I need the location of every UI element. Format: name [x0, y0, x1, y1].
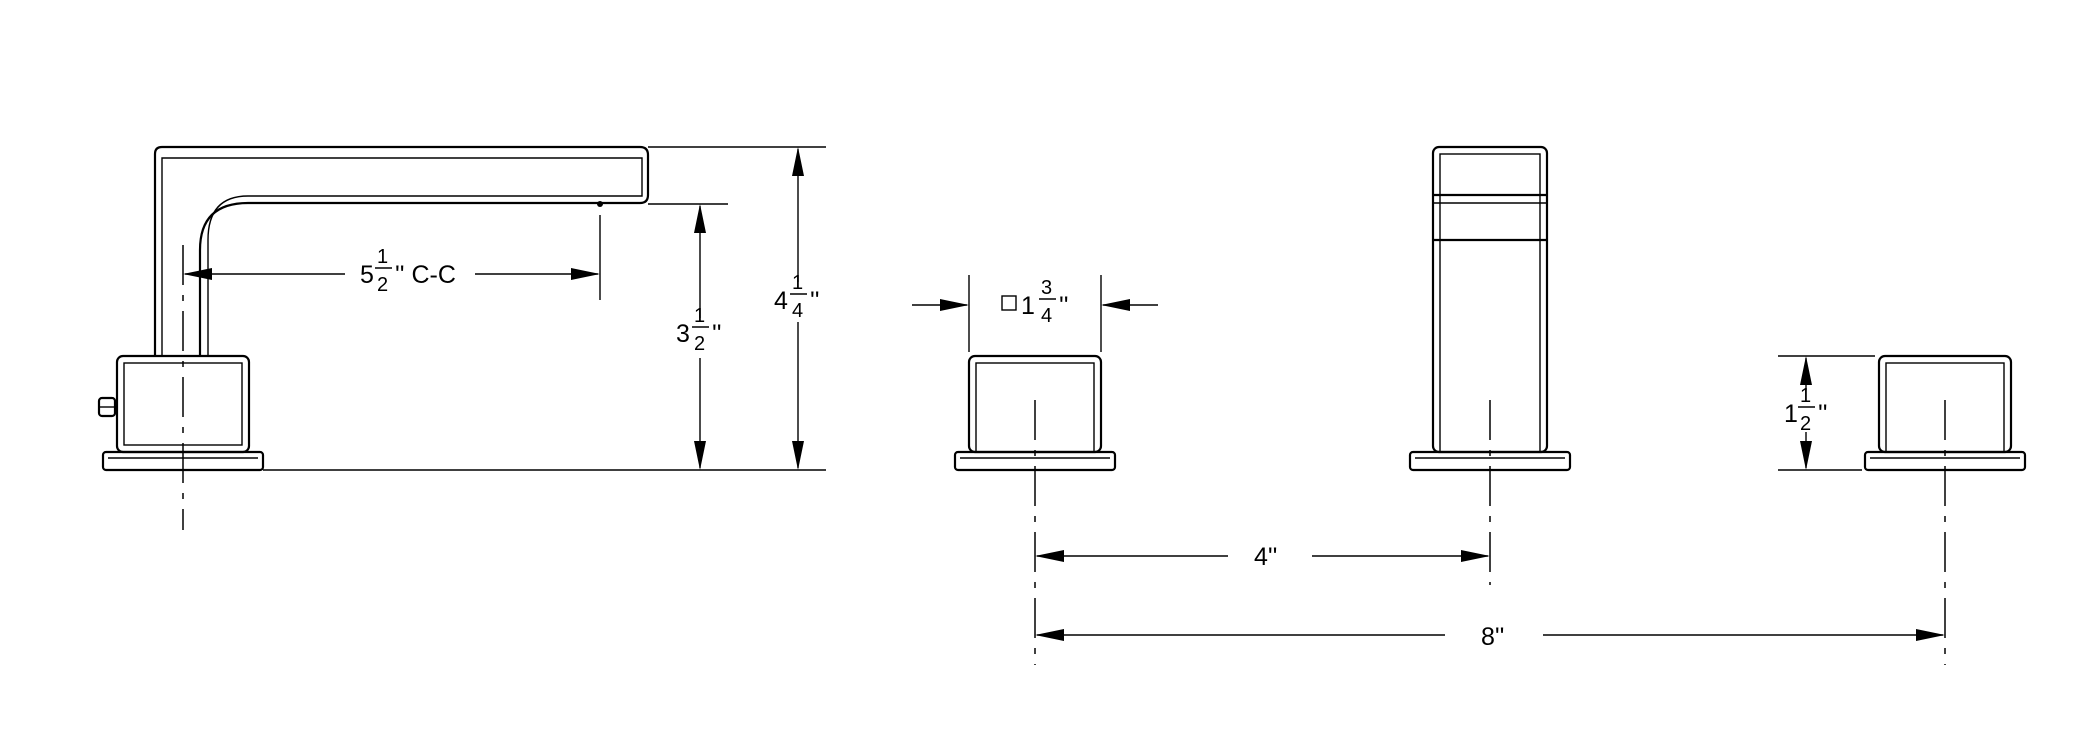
svg-text:2: 2 [377, 274, 388, 296]
svg-text:4: 4 [1041, 305, 1052, 327]
svg-text:'': '' [810, 287, 820, 315]
svg-text:1: 1 [694, 305, 705, 327]
svg-text:1: 1 [1800, 385, 1811, 407]
center-to-spout-label: 4'' [1254, 543, 1277, 571]
handle-square-label: 1 3 4 '' [1001, 277, 1069, 327]
svg-text:1: 1 [1021, 292, 1035, 320]
reach-arrow-right [571, 268, 600, 280]
svg-text:'': '' [1818, 400, 1828, 428]
spout-outline [153, 145, 650, 355]
svg-text:3: 3 [1041, 277, 1052, 299]
overall-height-arrow-top [792, 147, 804, 176]
center-to-spout-arrow-left [1035, 550, 1064, 562]
left-handle [953, 354, 1117, 665]
svg-text:3: 3 [676, 320, 690, 348]
svg-text:5: 5 [360, 261, 374, 289]
svg-text:4: 4 [774, 287, 788, 315]
spout-height-label: 3 1 2 '' [676, 305, 722, 355]
svg-text:1: 1 [1784, 400, 1798, 428]
svg-text:2: 2 [694, 333, 705, 355]
spout-reach-label: 5 1 2 '' C-C [360, 246, 456, 296]
aerator-point [597, 201, 603, 207]
svg-text:4: 4 [792, 300, 803, 322]
widespread-arrow-right [1916, 629, 1945, 641]
handle-height-label: 1 1 2 '' [1784, 385, 1828, 435]
svg-text:1: 1 [792, 272, 803, 294]
right-handle [1863, 354, 2027, 665]
handle-width-arrow-left [940, 299, 969, 311]
overall-height-arrow-bottom [792, 441, 804, 470]
spout-height-arrow-bottom [694, 441, 706, 470]
spout-height-arrow-top [694, 204, 706, 233]
handle-width-arrow-right [1101, 299, 1130, 311]
spout-inner-outline [161, 157, 643, 355]
svg-text:1: 1 [377, 246, 388, 268]
handle-height-arrow-top [1800, 356, 1812, 385]
reach-arrow-left [183, 268, 212, 280]
svg-text:'' C-C: '' C-C [395, 261, 456, 289]
center-to-spout-arrow-right [1461, 550, 1490, 562]
widespread-spacing-label: 8'' [1481, 623, 1504, 651]
front-view: 1 3 4 '' 1 1 2 '' 4'' 8'' [912, 145, 2027, 665]
overall-height-label: 4 1 4 '' [774, 272, 820, 322]
square-symbol-icon [1001, 295, 1017, 311]
widespread-arrow-left [1035, 629, 1064, 641]
spout-front [1408, 145, 1572, 585]
handle-height-arrow-bottom [1800, 441, 1812, 470]
svg-text:'': '' [1059, 292, 1069, 320]
svg-text:2: 2 [1800, 413, 1811, 435]
svg-text:'': '' [712, 320, 722, 348]
side-view: 5 1 2 '' C-C 3 1 2 '' 4 1 4 '' [97, 145, 826, 530]
